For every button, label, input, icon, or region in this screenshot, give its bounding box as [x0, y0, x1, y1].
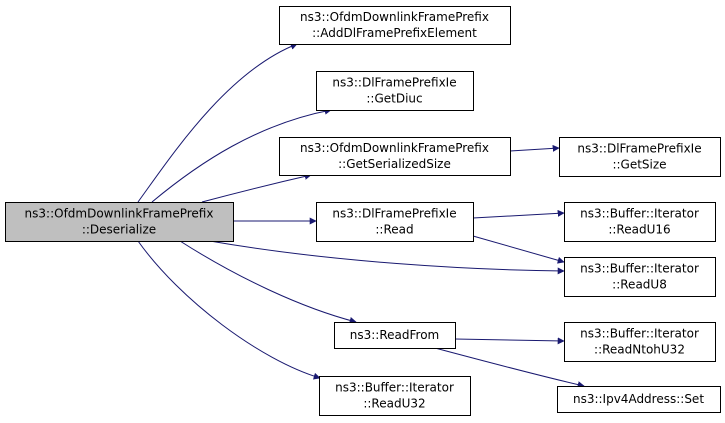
edge-getser-to-getsize — [509, 144, 560, 152]
edge-root-to-getser — [201, 172, 312, 203]
edge-root-to-readu32 — [137, 240, 321, 380]
node-box — [564, 257, 716, 297]
node-getser[interactable]: ns3::OfdmDownlinkFramePrefix::GetSeriali… — [279, 137, 511, 176]
node-read[interactable]: ns3::DlFramePrefixIe::Read — [316, 202, 474, 242]
edge-root-to-readfrom — [179, 240, 357, 324]
edge-root-to-readu8 — [209, 240, 565, 275]
edge-read-to-readu16 — [472, 209, 565, 219]
node-label: ::Read — [375, 223, 413, 237]
node-box — [564, 202, 716, 242]
node-readfrom[interactable]: ns3::ReadFrom — [334, 322, 456, 349]
edge-root-to-add — [137, 43, 298, 203]
edge-readfrom-to-readntohu32 — [454, 337, 565, 345]
node-ipv4set[interactable]: ns3::Ipv4Address::Set — [557, 386, 721, 413]
node-readu32[interactable]: ns3::Buffer::Iterator::ReadU32 — [319, 376, 471, 416]
edges-layer — [137, 43, 585, 389]
node-label: ns3::Buffer::Iterator — [335, 381, 454, 395]
node-label: ::Deserialize — [82, 223, 156, 237]
node-label: ns3::DlFramePrefixIe — [577, 142, 701, 156]
node-getdiuc[interactable]: ns3::DlFramePrefixIe::GetDiuc — [316, 71, 474, 111]
node-label: ::GetDiuc — [366, 92, 422, 106]
node-box — [279, 137, 511, 176]
node-add[interactable]: ns3::OfdmDownlinkFramePrefix::AddDlFrame… — [279, 6, 511, 45]
node-label: ns3::OfdmDownlinkFramePrefix — [300, 141, 489, 155]
node-label: ns3::Ipv4Address::Set — [573, 392, 704, 406]
node-label: ::ReadU16 — [608, 223, 670, 237]
node-label: ns3::Buffer::Iterator — [580, 207, 699, 221]
node-label: ::AddDlFramePrefixElement — [312, 26, 477, 40]
nodes-layer: ns3::OfdmDownlinkFramePrefix::Deserializ… — [5, 6, 721, 416]
node-box — [316, 202, 474, 242]
node-box — [564, 322, 716, 362]
node-box — [334, 322, 456, 349]
node-label: ::ReadNtohU32 — [594, 343, 685, 357]
edge-readfrom-to-ipv4set — [434, 347, 585, 389]
node-box — [557, 386, 721, 413]
node-box — [559, 137, 721, 177]
node-getsize[interactable]: ns3::DlFramePrefixIe::GetSize — [559, 137, 721, 177]
node-readu8[interactable]: ns3::Buffer::Iterator::ReadU8 — [564, 257, 716, 297]
node-root[interactable]: ns3::OfdmDownlinkFramePrefix::Deserializ… — [5, 202, 234, 242]
edge-read-to-readu8 — [472, 235, 565, 264]
node-label: ns3::ReadFrom — [350, 328, 439, 342]
node-label: ns3::OfdmDownlinkFramePrefix — [25, 207, 214, 221]
node-box — [319, 376, 471, 416]
node-label: ::ReadU32 — [363, 397, 425, 411]
node-label: ::GetSize — [612, 158, 666, 172]
edge-root-to-getdiuc — [151, 107, 332, 203]
node-label: ns3::Buffer::Iterator — [580, 327, 699, 341]
node-box — [316, 71, 474, 111]
node-label: ns3::DlFramePrefixIe — [332, 76, 456, 90]
node-box — [279, 6, 511, 45]
node-readu16[interactable]: ns3::Buffer::Iterator::ReadU16 — [564, 202, 716, 242]
node-readntohu32[interactable]: ns3::Buffer::Iterator::ReadNtohU32 — [564, 322, 716, 362]
node-label: ns3::Buffer::Iterator — [580, 262, 699, 276]
node-label: ::ReadU8 — [612, 278, 667, 292]
node-label: ns3::DlFramePrefixIe — [332, 207, 456, 221]
node-label: ::GetSerializedSize — [338, 157, 451, 171]
node-box — [5, 202, 234, 242]
node-label: ns3::OfdmDownlinkFramePrefix — [300, 10, 489, 24]
